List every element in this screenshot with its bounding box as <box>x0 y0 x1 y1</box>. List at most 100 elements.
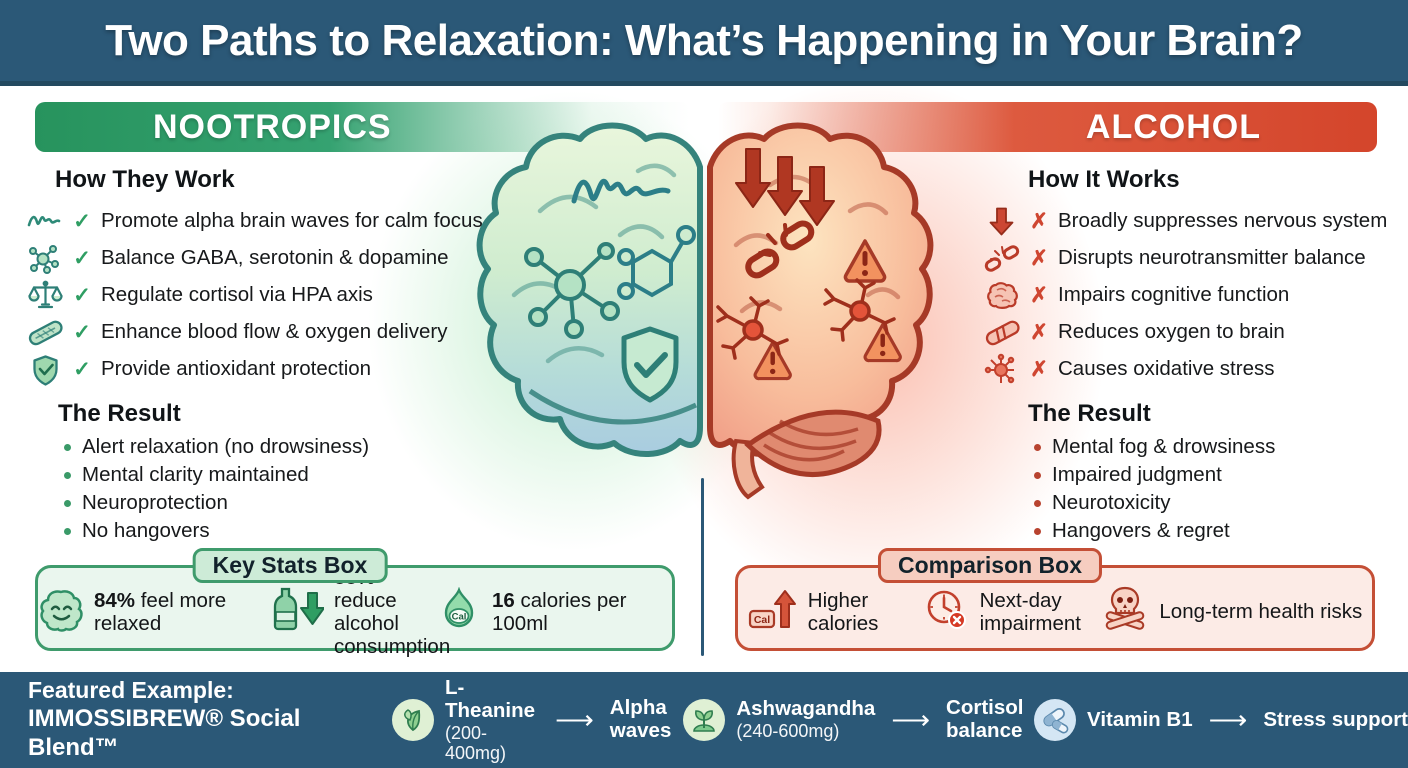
mechanism-row: ✓ Regulate cortisol via HPA axis <box>28 280 480 310</box>
mechanism-text: Regulate cortisol via HPA axis <box>101 283 373 306</box>
check-mark: ✓ <box>73 246 91 270</box>
header: Two Paths to Relaxation: What’s Happenin… <box>0 0 1408 86</box>
mechanism-row: ✓ Provide antioxidant protection <box>28 354 480 386</box>
suppression-arrows-icon <box>735 148 835 226</box>
mechanism-text: Broadly suppresses nervous system <box>1058 209 1388 232</box>
stat-text: 84% feel more relaxed <box>94 588 227 635</box>
check-mark: ✓ <box>73 357 91 381</box>
broken-chain-icon <box>984 243 1020 274</box>
mechanism-row: ✗ Reduces oxygen to brain <box>985 317 1400 347</box>
mechanism-row: ✗ Broadly suppresses nervous system <box>985 206 1400 236</box>
alcohol-results: Mental fog & drowsiness Impaired judgmen… <box>1030 435 1400 543</box>
result-item: Impaired judgment <box>1030 463 1400 487</box>
check-mark: ✓ <box>73 283 91 307</box>
alcohol-result-heading: The Result <box>1028 400 1151 427</box>
left-hemisphere <box>476 122 703 458</box>
warning-triangle-icon <box>863 323 902 363</box>
stat-text: Higher calories <box>807 588 879 635</box>
skull-crossbones-icon <box>1101 586 1149 639</box>
ingredient-name: Ashwagandha <box>736 697 876 721</box>
check-mark: ✓ <box>73 320 91 344</box>
comparison-box: Comparison Box Cal Higher calories Next-… <box>735 548 1375 651</box>
mechanism-text: Reduces oxygen to brain <box>1058 320 1285 343</box>
product-name: IMMOSSIBREW® Social Blend™ <box>28 705 301 761</box>
free-radical-icon <box>984 353 1020 385</box>
svg-text:Cal: Cal <box>754 614 770 626</box>
x-mark: ✗ <box>1030 283 1048 307</box>
calories-up-icon: Cal <box>748 588 798 637</box>
ingredient-name: L-Theanine <box>445 675 535 722</box>
down-arrow-icon <box>985 206 1020 237</box>
result-item: Neuroprotection <box>60 491 480 515</box>
mechanism-row: ✓ Enhance blood flow & oxygen delivery <box>28 317 480 347</box>
result-item: Mental clarity maintained <box>60 463 480 487</box>
ingredient-info: Vitamin B1 <box>1087 708 1193 732</box>
x-mark: ✗ <box>1030 246 1048 270</box>
neurotransmitter-molecule-icon <box>28 243 63 274</box>
check-mark: ✓ <box>73 209 91 233</box>
alcohol-banner-label: ALCOHOL <box>1085 107 1261 146</box>
result-item: Mental fog & drowsiness <box>1030 435 1400 459</box>
ingredient-ashwagandha: Ashwagandha (240-600mg) ⟶ Cortisol balan… <box>683 696 1023 743</box>
mechanism-text: Causes oxidative stress <box>1058 357 1275 380</box>
mechanism-row: ✗ Disrupts neurotransmitter balance <box>984 243 1400 274</box>
result-item: Neurotoxicity <box>1030 491 1400 515</box>
balance-scales-icon <box>28 280 63 311</box>
x-mark: ✗ <box>1030 320 1048 344</box>
result-item: Alert relaxation (no drowsiness) <box>60 435 480 459</box>
mechanism-text: Provide antioxidant protection <box>101 357 372 380</box>
result-item: No hangovers <box>60 519 480 543</box>
page-title: Two Paths to Relaxation: What’s Happenin… <box>105 15 1303 65</box>
ingredient-dose: (240-600mg) <box>736 721 840 742</box>
stat-item: Cal 16 calories per 100ml <box>436 586 672 638</box>
ingredient-effect: Alpha waves <box>609 696 672 742</box>
stat-text: 16 calories per 100ml <box>492 588 627 635</box>
clock-x-icon <box>924 588 970 637</box>
nootropics-column: How They Work ✓ Promote alpha brain wave… <box>27 166 483 547</box>
center-divider <box>701 478 704 656</box>
warning-triangle-icon <box>753 341 792 381</box>
alpha-wave-icon <box>571 179 671 204</box>
stat-item: 84% feel more relaxed <box>38 588 268 637</box>
shield-check-icon <box>28 354 63 386</box>
calorie-flame-icon: Cal <box>436 586 482 638</box>
leaf-icon <box>392 699 434 741</box>
ingredient-vitamin-b1: Vitamin B1 ⟶ Stress support <box>1034 699 1408 741</box>
mechanism-row: ✓ Balance GABA, serotonin & dopamine <box>28 243 480 274</box>
mechanism-row: ✗ Causes oxidative stress <box>984 353 1400 385</box>
footer: Featured Example: IMMOSSIBREW® Social Bl… <box>0 672 1408 768</box>
neurotransmitter-molecule-icon <box>524 242 620 339</box>
alpha-wave-icon <box>27 206 63 237</box>
relaxed-brain-icon <box>38 588 84 637</box>
alcohol-column: How It Works ✗ Broadly suppresses nervou… <box>984 166 1400 547</box>
nootropics-how-heading: How They Work <box>55 166 235 193</box>
stat-item: Long-term health risks <box>1101 586 1362 639</box>
arrow-icon: ⟶ <box>555 704 594 735</box>
x-mark: ✗ <box>1030 209 1048 233</box>
neuron-icon <box>716 296 789 360</box>
nootropics-results: Alert relaxation (no drowsiness) Mental … <box>60 435 480 543</box>
mechanism-row: ✓ Promote alpha brain waves for calm foc… <box>27 206 483 237</box>
ingredient-effect: Stress support <box>1263 707 1408 731</box>
mechanism-text: Enhance blood flow & oxygen delivery <box>101 320 448 343</box>
sprout-icon <box>683 699 726 741</box>
ingredient-info: Ashwagandha (240-600mg) <box>736 697 876 742</box>
ingredient-info: L-Theanine (200-400mg) <box>445 675 539 763</box>
ingredient-l-theanine: L-Theanine (200-400mg) ⟶ Alpha waves <box>392 675 672 763</box>
featured-label: Featured Example: <box>28 677 234 704</box>
nootropics-result-heading: The Result <box>58 400 181 427</box>
mechanism-text: Promote alpha brain waves for calm focus <box>101 209 483 232</box>
arrow-icon: ⟶ <box>891 704 931 735</box>
pills-icon <box>1034 699 1077 741</box>
dopamine-structure-icon <box>617 225 696 300</box>
neuron-icon <box>823 278 896 342</box>
brain-icon <box>985 280 1020 311</box>
blood-vessel-icon <box>28 317 63 348</box>
cerebellum <box>744 409 882 477</box>
featured-example: Featured Example: IMMOSSIBREW® Social Bl… <box>28 677 380 762</box>
mechanism-text: Disrupts neurotransmitter balance <box>1058 246 1366 269</box>
result-item: Hangovers & regret <box>1030 519 1400 543</box>
stat-item: Cal Higher calories <box>748 588 914 637</box>
x-mark: ✗ <box>1030 357 1048 381</box>
